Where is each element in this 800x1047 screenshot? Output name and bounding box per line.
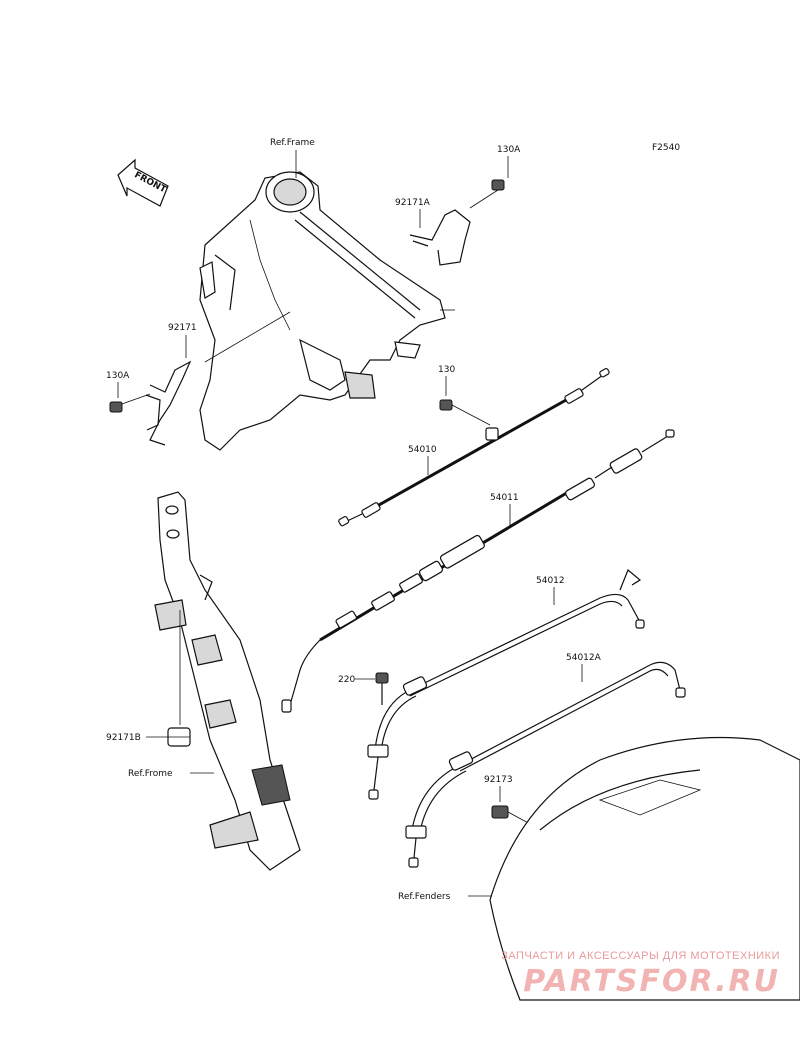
clamp-92171	[145, 360, 192, 446]
cable-54012A	[405, 661, 686, 868]
rear-fender	[489, 736, 800, 1001]
label-54012: 54012	[536, 576, 565, 586]
clamp-92171B	[167, 727, 191, 747]
watermark-logo: PARTSFOR.RU	[523, 964, 780, 999]
label-92171: 92171	[168, 323, 197, 333]
label-ref-frame-bottom: Ref.Frome	[128, 769, 173, 779]
label-54012A: 54012A	[566, 653, 602, 663]
cable-54011	[281, 429, 675, 713]
label-ref-frame-top: Ref.Frame	[270, 138, 315, 148]
frame-lower	[154, 491, 301, 871]
label-92171A: 92171A	[395, 198, 431, 208]
label-54011: 54011	[490, 493, 519, 503]
bolt-130	[439, 399, 491, 426]
label-92173: 92173	[484, 775, 513, 785]
bolt-130A-left	[109, 393, 151, 413]
label-130A-left: 130A	[106, 371, 130, 381]
label-130: 130	[438, 365, 455, 375]
label-ref-fenders: Ref.Fenders	[398, 892, 451, 902]
watermark: ЗАПЧАСТИ И АКСЕССУАРЫ ДЛЯ МОТОТЕХНИКИ PA…	[480, 950, 780, 999]
frame-upper	[199, 171, 446, 451]
bolt-130A-top	[469, 179, 505, 209]
label-92171B: 92171B	[106, 733, 141, 743]
cable-54012	[367, 569, 645, 800]
front-arrow-icon: FRONT	[117, 158, 169, 207]
watermark-tagline: ЗАПЧАСТИ И АКСЕССУАРЫ ДЛЯ МОТОТЕХНИКИ	[501, 950, 780, 962]
label-130A-top: 130A	[497, 145, 521, 155]
label-54010: 54010	[408, 445, 437, 455]
label-220: 220	[338, 675, 355, 685]
figure-code: F2540	[652, 143, 680, 153]
cable-54010	[338, 368, 610, 527]
bolt-220	[375, 672, 389, 705]
clamp-92171A	[409, 209, 471, 266]
